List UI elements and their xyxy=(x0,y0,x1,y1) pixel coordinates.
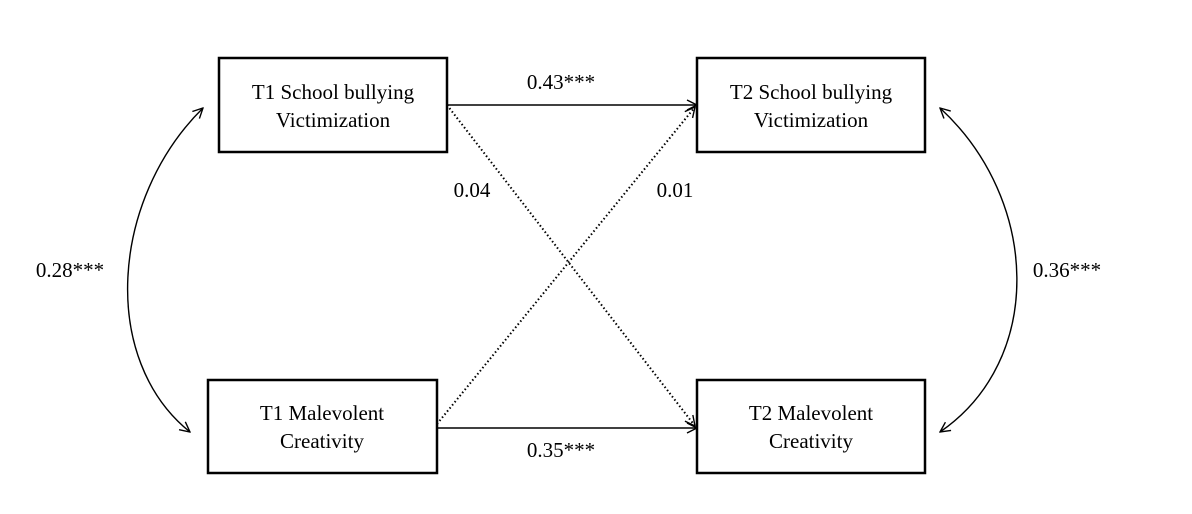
node-label: Creativity xyxy=(280,429,364,453)
node-label: T1 Malevolent xyxy=(260,401,384,425)
node-label: T1 School bullying xyxy=(252,80,415,104)
coef-sbv-to-mc: 0.04 xyxy=(454,178,491,202)
coef-mc-stability: 0.35*** xyxy=(527,438,595,462)
node-t2-malevolent-creativity: T2 Malevolent Creativity xyxy=(695,378,927,475)
node-t1-malevolent-creativity: T1 Malevolent Creativity xyxy=(206,378,439,475)
arrow-mc-to-sbv-dotted xyxy=(436,107,695,425)
node-label: Victimization xyxy=(276,108,391,132)
coef-t2-correlation: 0.36*** xyxy=(1033,258,1101,282)
t1-correlation-curve xyxy=(126,108,203,432)
node-label: Creativity xyxy=(769,429,853,453)
node-t2-school-bullying-victimization: T2 School bullying Victimization xyxy=(695,56,927,154)
coef-sbv-stability: 0.43*** xyxy=(527,70,595,94)
coef-mc-to-sbv: 0.01 xyxy=(657,178,694,202)
coef-t1-correlation: 0.28*** xyxy=(36,258,104,282)
node-label: Victimization xyxy=(754,108,869,132)
node-t1-school-bullying-victimization: T1 School bullying Victimization xyxy=(217,56,449,154)
t2-correlation-curve xyxy=(940,108,1018,432)
node-label: T2 School bullying xyxy=(730,80,893,104)
node-label: T2 Malevolent xyxy=(749,401,873,425)
